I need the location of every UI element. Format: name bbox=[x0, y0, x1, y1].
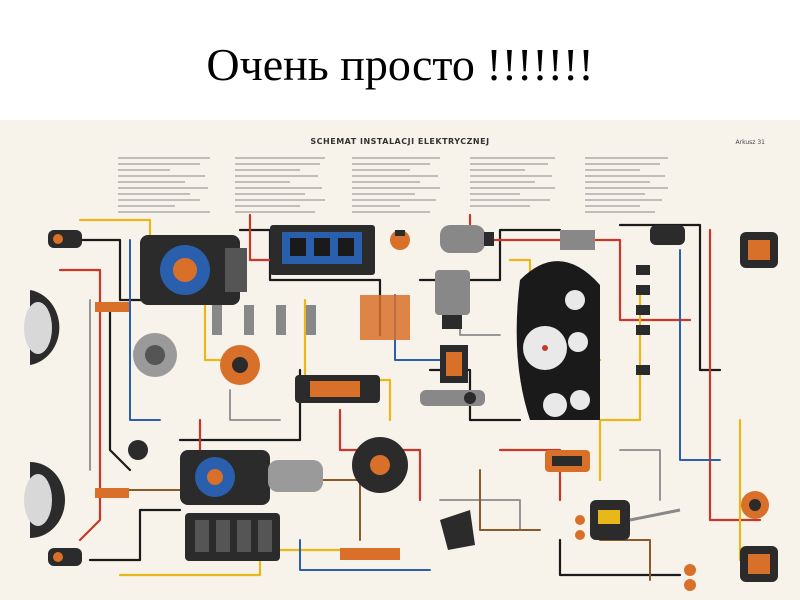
light-switch bbox=[545, 450, 590, 472]
side-lamp-left-bottom bbox=[48, 548, 82, 566]
sheet-label: Arkusz 31 bbox=[736, 139, 766, 146]
wiper-motor bbox=[440, 225, 494, 253]
headlight-left-bottom bbox=[24, 462, 65, 538]
wiring-diagram: SCHEMAT INSTALACJI ELEKTRYCZNEJ Arkusz 3… bbox=[0, 120, 800, 600]
legend-column-3 bbox=[352, 157, 440, 213]
starter-motor bbox=[180, 450, 323, 505]
relay bbox=[435, 270, 470, 329]
horn-lower bbox=[128, 440, 148, 460]
ignition-switch bbox=[420, 390, 485, 406]
components bbox=[24, 225, 778, 591]
rear-lamp-right-bottom bbox=[740, 546, 778, 582]
generator bbox=[140, 235, 247, 305]
fuse-block bbox=[360, 295, 410, 340]
interior-lamp bbox=[352, 437, 408, 493]
headlight-left-top bbox=[24, 290, 60, 365]
battery bbox=[185, 513, 280, 561]
dashboard-light bbox=[440, 510, 475, 550]
legend-column-5 bbox=[585, 157, 668, 213]
fuel-sender bbox=[560, 230, 595, 250]
side-lamp-left-top bbox=[48, 230, 82, 248]
heater-element bbox=[340, 548, 400, 560]
legend-column-2 bbox=[235, 157, 325, 213]
rear-lamp-right-top bbox=[740, 232, 778, 268]
distributor bbox=[220, 345, 260, 385]
voltage-regulator bbox=[270, 225, 375, 275]
terminal-clips bbox=[575, 515, 696, 591]
wires-grey bbox=[89, 299, 661, 531]
horn bbox=[390, 230, 410, 250]
connector-strip-right bbox=[636, 265, 650, 375]
ignition-unit bbox=[133, 333, 177, 377]
legend-block bbox=[118, 157, 668, 213]
brake-switch bbox=[650, 225, 685, 245]
spark-plugs bbox=[212, 305, 316, 335]
connector-blocks-left bbox=[95, 302, 129, 498]
flasher-unit bbox=[440, 345, 468, 383]
slide-title: Очень просто !!!!!!! bbox=[206, 39, 594, 90]
instrument-cluster bbox=[516, 261, 600, 420]
ignition-coil bbox=[295, 375, 380, 403]
diagram-title: SCHEMAT INSTALACJI ELEKTRYCZNEJ bbox=[310, 137, 489, 146]
rear-connector bbox=[741, 491, 769, 519]
combination-switch bbox=[590, 500, 681, 540]
legend-column-4 bbox=[470, 157, 555, 207]
legend-column-1 bbox=[118, 157, 210, 213]
